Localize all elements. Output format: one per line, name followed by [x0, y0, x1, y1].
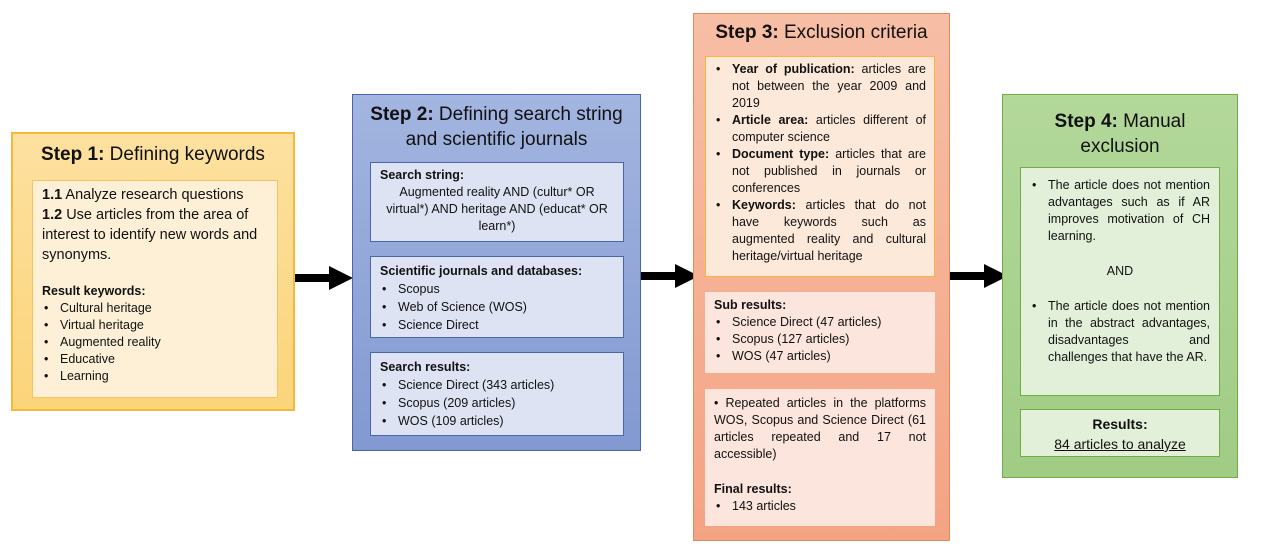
sub-results-list: Science Direct (47 articles) Scopus (127…: [714, 314, 926, 365]
sub-results-heading: Sub results:: [714, 298, 787, 312]
manual-criteria-box: The article does not mention advantages …: [1020, 167, 1220, 396]
step1-item-2: 1.2 Use articles from the area of intere…: [42, 205, 268, 265]
keyword-item: Augmented reality: [42, 334, 268, 351]
step1-item-1-text: Analyze research questions: [62, 187, 244, 203]
criterion-doctype-text: articles that are not published in journ…: [732, 147, 926, 195]
criterion-area-label: Article area:: [732, 113, 809, 127]
keyword-item: Learning: [42, 368, 268, 385]
journals-list: Scopus Web of Science (WOS) Science Dire…: [380, 280, 614, 334]
criterion-area-text: articles different of computer science: [732, 113, 926, 144]
step4-title: Step 4: Manual exclusion: [1038, 109, 1202, 159]
step1-item-2-text: Use articles from the area of interest t…: [42, 207, 258, 263]
arrow-step2-to-step3: [641, 264, 699, 288]
final-result-item: 143 articles: [714, 498, 926, 515]
sub-result-item: Science Direct (47 articles): [714, 314, 926, 331]
step1-item-1: 1.1 Analyze research questions: [42, 185, 268, 205]
repeated-bullet: •: [714, 396, 726, 410]
step2-title: Step 2: Defining search string and scien…: [361, 102, 632, 152]
arrow-step3-to-step4: [950, 264, 1008, 288]
sub-result-item: WOS (47 articles): [714, 348, 926, 365]
criterion-doctype-label: Document type:: [732, 147, 830, 161]
manual-criterion-item: The article does not mention advantages …: [1030, 177, 1210, 245]
search-string-box: Search string: Augmented reality AND (cu…: [370, 162, 624, 242]
criterion-year-label: Year of publication:: [732, 62, 855, 76]
step3-box: Step 3: Exclusion criteria Year of publi…: [693, 13, 950, 541]
step1-box: Step 1: Defining keywords 1.1 Analyze re…: [11, 132, 295, 411]
step1-item-1-num: 1.1: [42, 187, 63, 203]
journal-item: Scopus: [380, 280, 614, 298]
criterion-doctype: Document type: articles that are not pub…: [714, 146, 926, 197]
search-result-item: WOS (109 articles): [380, 412, 614, 430]
final-results-panel: Results: 84 articles to analyze: [1020, 409, 1220, 457]
search-result-item: Scopus (209 articles): [380, 394, 614, 412]
criterion-keywords: Keywords: articles that do not have keyw…: [714, 197, 926, 265]
journals-heading: Scientific journals and databases:: [380, 264, 583, 278]
step1-title-bold: Step 1:: [41, 144, 105, 165]
criterion-area: Article area: articles different of comp…: [714, 112, 926, 146]
step2-title-bold: Step 2:: [370, 104, 434, 125]
step1-result-heading: Result keywords:: [42, 284, 146, 298]
results-value: 84 articles to analyze: [1054, 436, 1186, 452]
step1-keyword-list: Cultural heritage Virtual heritage Augme…: [42, 300, 268, 385]
arrow-step1-to-step2: [295, 266, 353, 290]
step1-inner-box: 1.1 Analyze research questions 1.2 Use a…: [32, 180, 278, 398]
keyword-item: Educative: [42, 351, 268, 368]
criteria-connector: AND: [1106, 264, 1134, 278]
step2-box: Step 2: Defining search string and scien…: [352, 94, 641, 451]
keyword-item: Cultural heritage: [42, 300, 268, 317]
step4-box: Step 4: Manual exclusion The article doe…: [1002, 94, 1238, 478]
final-results-list: 143 articles: [714, 498, 926, 515]
step1-title-rest: Defining keywords: [104, 144, 265, 165]
repeated-articles-desc: Repeated articles in the platforms WOS, …: [714, 396, 926, 461]
step3-title: Step 3: Exclusion criteria: [694, 20, 949, 45]
step1-item-2-num: 1.2: [42, 207, 63, 223]
search-results-list: Science Direct (343 articles) Scopus (20…: [380, 376, 614, 430]
keyword-item: Virtual heritage: [42, 317, 268, 334]
final-results-box: • Repeated articles in the platforms WOS…: [705, 389, 935, 526]
final-results-heading: Final results:: [714, 482, 792, 496]
manual-criterion-item: The article does not mention in the abst…: [1030, 298, 1210, 366]
search-results-box: Search results: Science Direct (343 arti…: [370, 352, 624, 436]
step2-title-rest: Defining search string and scientific jo…: [405, 104, 623, 150]
criterion-keywords-text: articles that do not have keywords such …: [732, 198, 926, 263]
step3-title-rest: Exclusion criteria: [778, 22, 928, 43]
criterion-keywords-label: Keywords:: [732, 198, 796, 212]
exclusion-criteria-box: Year of publication: articles are not be…: [705, 56, 935, 277]
search-string-text: Augmented reality AND (cultur* OR virtua…: [386, 185, 608, 233]
step4-title-bold: Step 4:: [1054, 111, 1118, 132]
step1-title: Step 1: Defining keywords: [13, 142, 293, 167]
criterion-year-text: articles are not between the year 2009 a…: [732, 62, 926, 110]
search-string-heading: Search string:: [380, 168, 465, 182]
search-result-item: Science Direct (343 articles): [380, 376, 614, 394]
criterion-year: Year of publication: articles are not be…: [714, 61, 926, 112]
journal-item: Web of Science (WOS): [380, 298, 614, 316]
journals-box: Scientific journals and databases: Scopu…: [370, 256, 624, 338]
manual-criteria-list-2: The article does not mention in the abst…: [1030, 298, 1210, 366]
results-heading: Results:: [1092, 416, 1148, 432]
step4-title-rest: Manual exclusion: [1080, 111, 1186, 157]
sub-results-box: Sub results: Science Direct (47 articles…: [705, 292, 935, 373]
journal-item: Science Direct: [380, 316, 614, 334]
manual-criteria-list-1: The article does not mention advantages …: [1030, 177, 1210, 245]
search-results-heading: Search results:: [380, 360, 471, 374]
repeated-articles-text: • Repeated articles in the platforms WOS…: [714, 395, 926, 463]
step3-title-bold: Step 3:: [715, 22, 779, 43]
sub-result-item: Scopus (127 articles): [714, 331, 926, 348]
exclusion-criteria-list: Year of publication: articles are not be…: [714, 61, 926, 265]
